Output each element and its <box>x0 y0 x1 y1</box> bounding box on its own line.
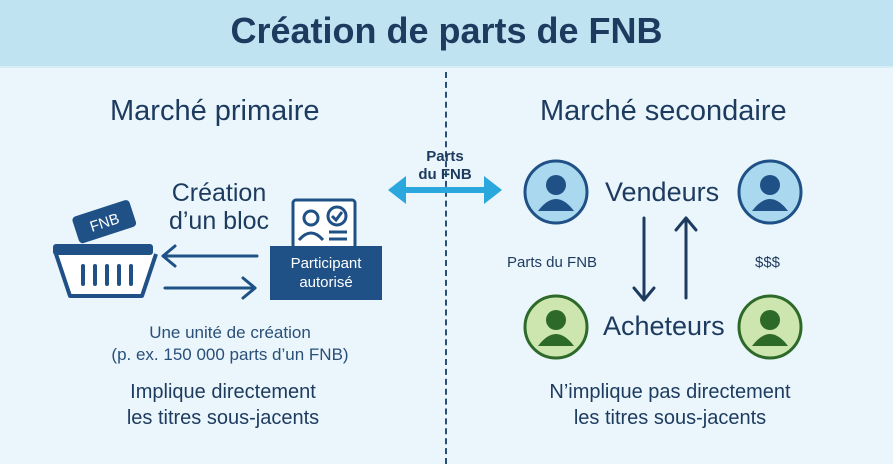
primary-desc-line1: Implique directement <box>130 381 316 403</box>
etf-units-line2: du FNB <box>418 166 472 183</box>
sellers-label: Vendeurs <box>605 177 720 207</box>
buyer-avatar-left <box>523 294 589 360</box>
buyer-avatar-right <box>737 294 803 360</box>
primary-description: Implique directement les titres sous-jac… <box>68 379 378 431</box>
exchange-arrows <box>161 244 259 300</box>
etf-tag: FNB <box>72 200 137 244</box>
primary-desc-line2: les titres sous-jacents <box>126 407 320 429</box>
secondary-desc-line1: N’implique pas directement <box>549 381 791 403</box>
etf-units-label: Parts du FNB <box>404 148 486 184</box>
market-link-arrow <box>388 176 502 204</box>
seller-avatar-right <box>737 159 803 225</box>
participant-line1: Participant <box>290 255 362 272</box>
market-divider <box>445 72 447 464</box>
secondary-desc-line2: les titres sous-jacents <box>573 407 767 429</box>
block-creation-line2: d’un bloc <box>168 207 270 235</box>
buyers-label: Acheteurs <box>603 311 725 341</box>
title-banner: Création de parts de FNB <box>0 0 893 68</box>
block-creation-line1: Création <box>171 179 267 207</box>
etf-units-flow-label: Parts du FNB <box>507 254 598 271</box>
secondary-description: N’implique pas directement les titres so… <box>515 379 825 431</box>
creation-unit-line2: (p. ex. 150 000 parts d’un FNB) <box>111 345 349 364</box>
trade-arrows <box>632 216 698 302</box>
etf-basket-icon: FNB <box>53 200 158 298</box>
primary-market-heading: Marché primaire <box>110 95 320 127</box>
participant-line2: autorisé <box>299 274 353 291</box>
secondary-market-heading: Marché secondaire <box>540 95 787 127</box>
creation-unit-line1: Une unité de création <box>149 323 311 342</box>
authorized-participant-box: Participant autorisé <box>270 246 382 300</box>
seller-avatar-left <box>523 159 589 225</box>
page-title: Création de parts de FNB <box>230 10 663 51</box>
cash-flow-label: $$$ <box>755 254 781 271</box>
id-card-icon <box>291 198 357 250</box>
block-creation-label: Création d’un bloc <box>150 179 288 235</box>
creation-unit-note: Une unité de création (p. ex. 150 000 pa… <box>80 322 380 366</box>
etf-units-line1: Parts <box>426 148 464 165</box>
